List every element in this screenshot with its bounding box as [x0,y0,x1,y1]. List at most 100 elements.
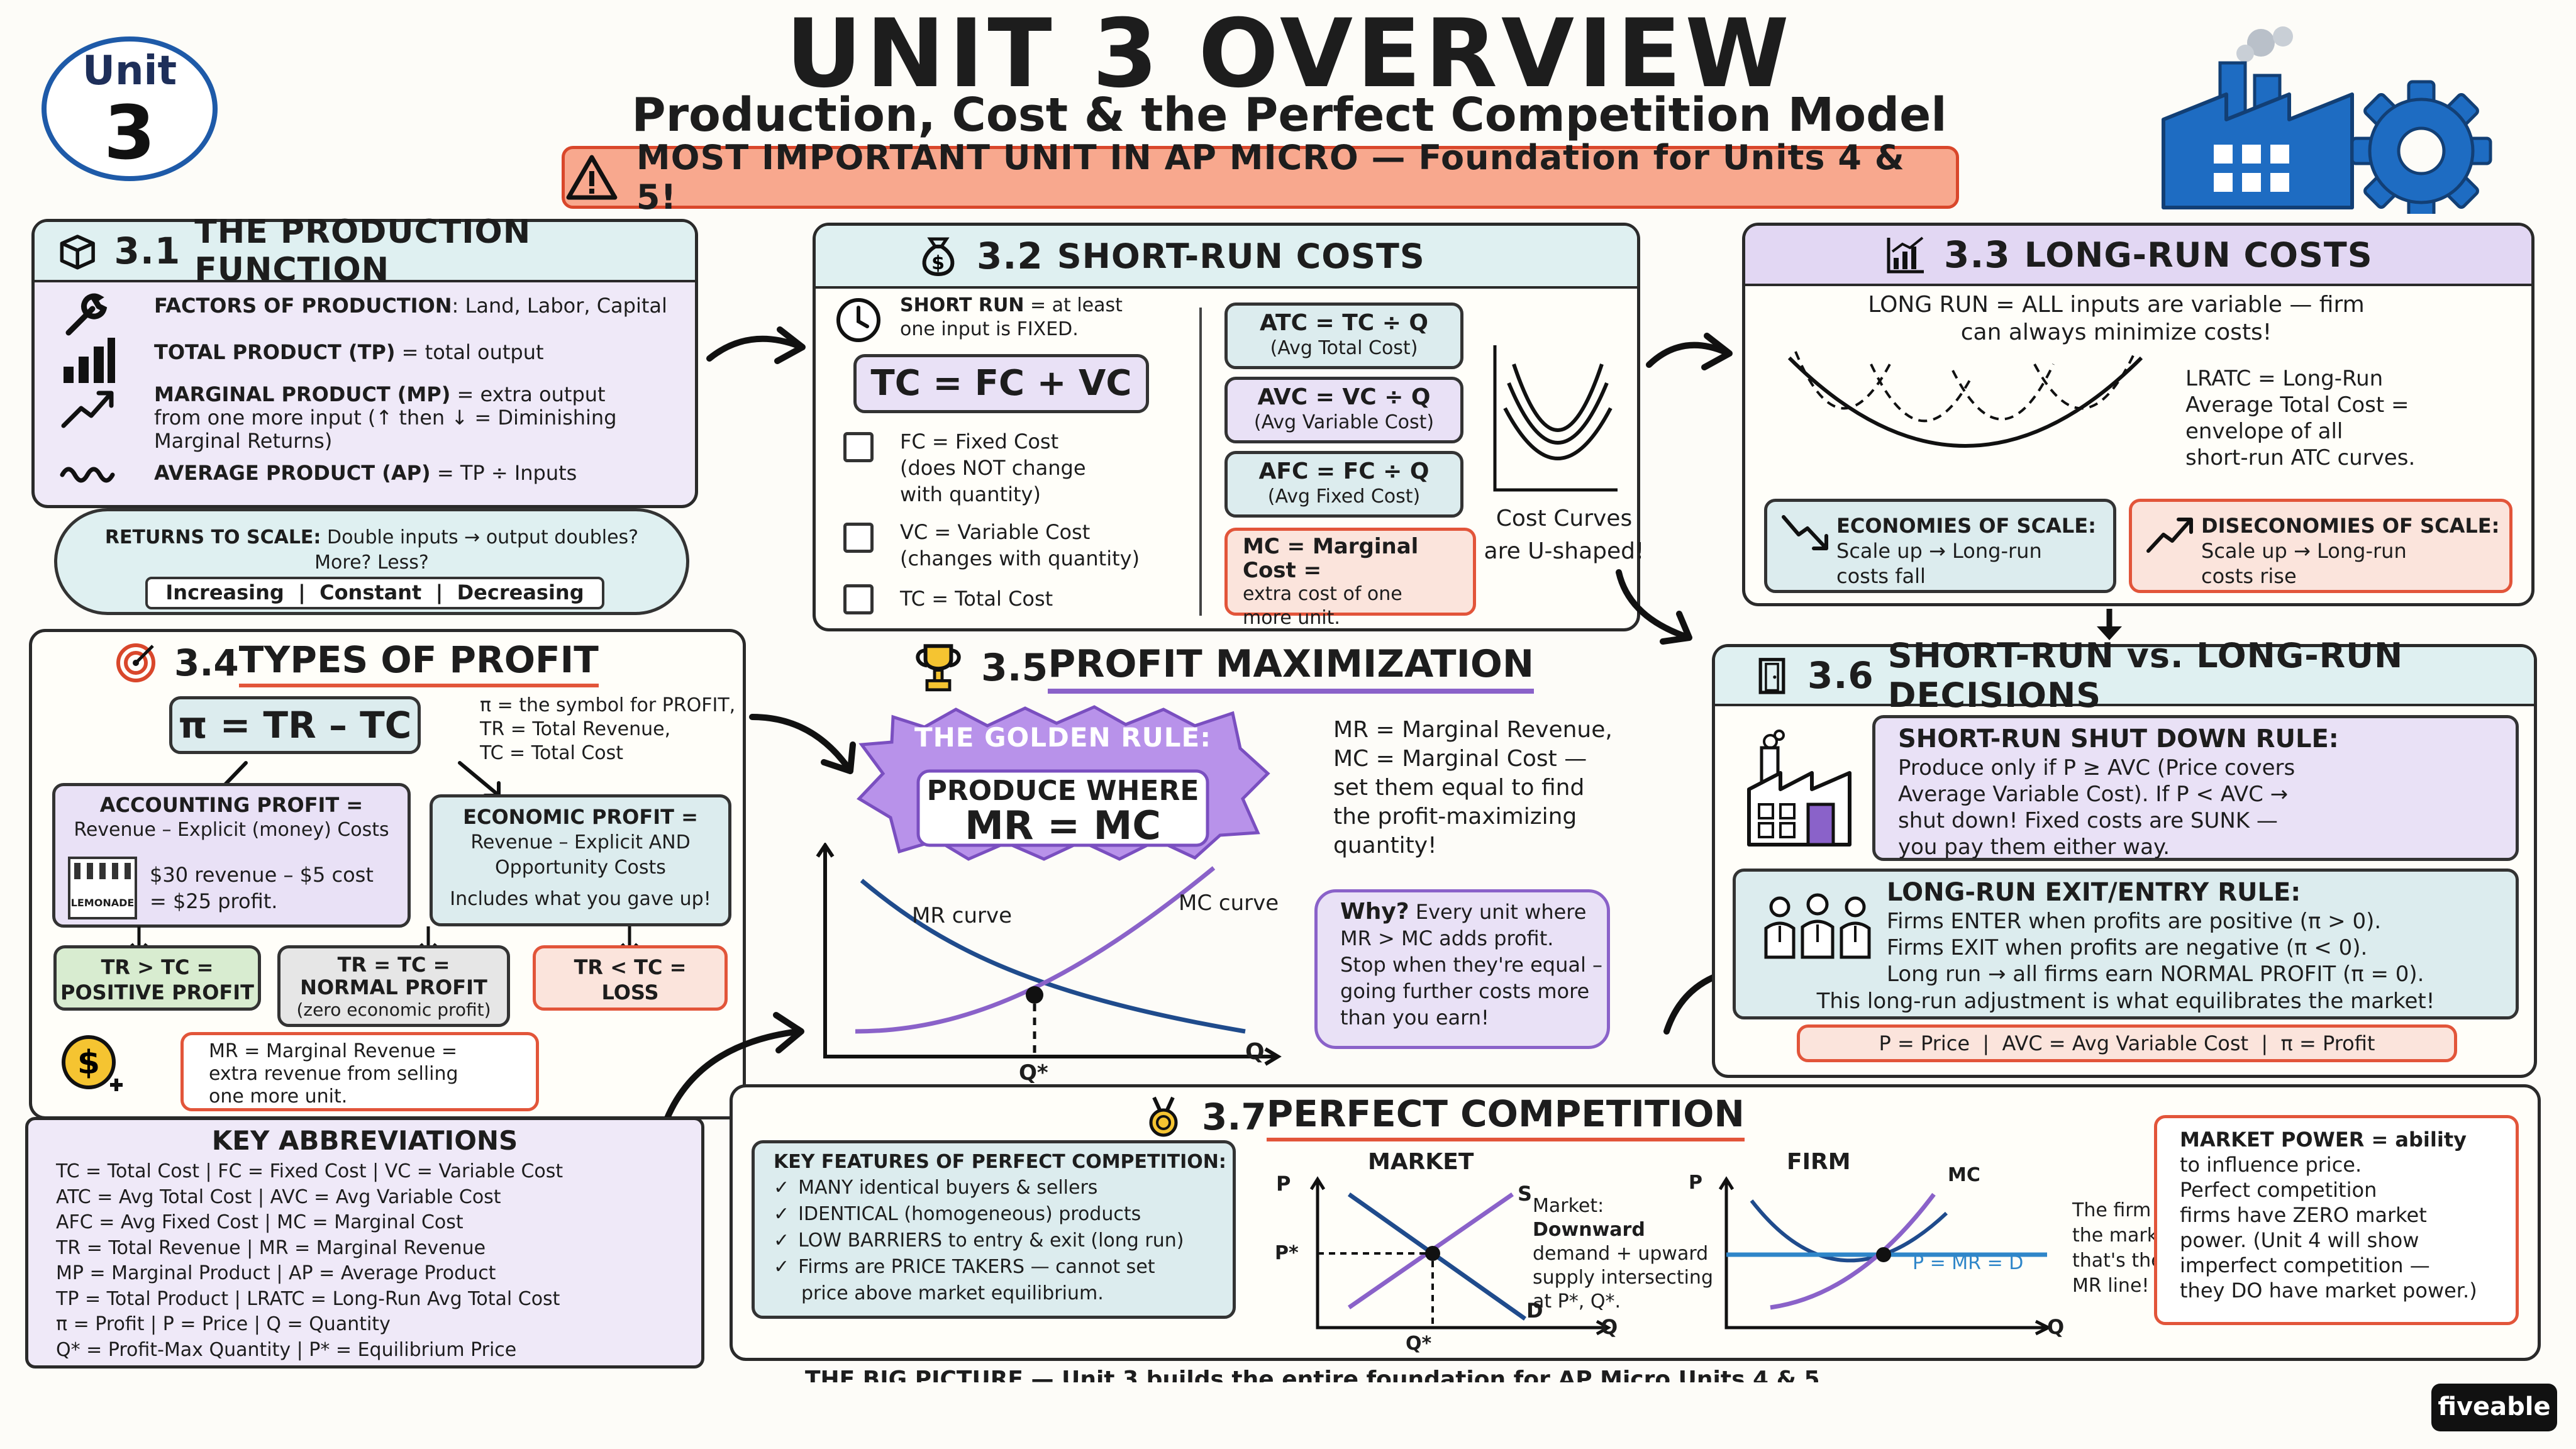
atc-box: ATC = TC ÷ Q (Avg Total Cost) [1224,303,1463,369]
firm-q-label: Q [2047,1315,2065,1339]
trophy-icon [916,644,961,692]
rts-text-1: Double inputs → output doubles? [321,526,639,548]
afc-box: AFC = FC ÷ Q (Avg Fixed Cost) [1224,451,1463,518]
economic-line-4: Includes what you gave up! [450,888,711,910]
section-header: 3.7 PERFECT COMPETITION [1141,1092,1745,1141]
profit-def-1: π = the symbol for PROFIT, [480,694,736,716]
unit-badge: Unit 3 [42,36,218,181]
market-note-2: Downward [1533,1219,1645,1241]
afc-formula: AFC = FC ÷ Q [1258,458,1430,484]
trend-up-icon [2146,518,2193,553]
eos-line-2: Scale up → Long-run [1836,539,2042,563]
fc-checkbox[interactable] [843,432,874,462]
firm-p-label: P [1689,1172,1702,1194]
shut-down-line-1: Produce only if P ≥ AVC (Price covers [1898,755,2296,780]
market-note: Market: Downward demand + upward supply … [1533,1194,1713,1314]
abbr-row: TP = Total Product | LRATC = Long-Run Av… [56,1287,560,1310]
exit-entry-text: LONG-RUN EXIT/ENTRY RULE: Firms ENTER wh… [1887,877,2424,987]
mr-equals-mc: MR = MC [965,802,1161,848]
ap-text: = TP ÷ Inputs [430,461,577,485]
short-run-label: SHORT RUN [900,294,1024,316]
arrow-right-icon [706,326,806,364]
mp-text-3: Marginal Returns) [154,429,333,453]
market-power-6: imperfect competition — [2180,1253,2430,1277]
demand-label: D [1526,1299,1543,1323]
section-header: 3.4 TYPES OF PROFIT [114,638,599,687]
dos-text: DISECONOMIES OF SCALE: Scale up → Long-r… [2201,513,2499,589]
lratc-envelope-curves [1787,351,2143,448]
accounting-profit-box: ACCOUNTING PROFIT = Revenue – Explicit (… [52,783,411,928]
lratc-def: LRATC = Long-Run Average Total Cost = en… [2185,365,2415,471]
abbr-row: ATC = Avg Total Cost | AVC = Avg Variabl… [56,1185,501,1208]
key-features-title: KEY FEATURES OF PERFECT COMPETITION: [774,1151,1226,1173]
abbreviations-list: TC = Total Cost | FC = Fixed Cost | VC =… [56,1159,563,1363]
market-p-label: P [1276,1172,1291,1196]
normal-line-1: TR = TC = [337,953,450,977]
feature-item: ✓Firms are PRICE TAKERS — cannot set [774,1256,1155,1278]
box-icon [60,235,95,270]
exit-entry-line-1: Firms ENTER when profits are positive (π… [1887,909,2382,934]
svg-text:$: $ [931,252,945,274]
wrench-icon [65,293,108,336]
tp-text: = total output [395,340,544,364]
normal-line-3: (zero economic profit) [296,999,491,1020]
profit-symbol-def: π = the symbol for PROFIT, TR = Total Re… [480,694,735,765]
positive-profit-box: TR > TC = POSITIVE PROFIT [53,945,261,1011]
long-run-line-1: LONG RUN = ALL inputs are variable — fir… [1868,292,2365,318]
mr-def-2: extra revenue from selling [209,1063,458,1085]
afc-desc: (Avg Fixed Cost) [1267,486,1421,508]
mc-line-1: MC = Marginal Cost = [1243,534,1419,583]
lemonade-stand-icon: LEMONADE [68,857,137,919]
mr-curve-line [860,879,1246,1034]
eos-line-1: ECONOMIES OF SCALE: [1836,514,2096,538]
section-long-run-costs: 3.3 LONG-RUN COSTS LONG RUN = ALL inputs… [1742,223,2534,606]
lratc-line-1: LRATC = Long-Run [2185,366,2384,391]
equilibrium-point [1026,986,1043,1004]
mp-label: MARGINAL PRODUCT (MP) [154,382,451,406]
accounting-example-2: = $25 profit. [150,889,278,913]
market-note-4: supply intersecting [1533,1267,1713,1289]
section-sr-vs-lr: 3.6 SHORT-RUN vs. LONG-RUN DECISIONS SHO… [1712,636,2537,1078]
market-pstar-label: P* [1275,1242,1299,1264]
tc-checkbox[interactable] [843,584,874,614]
short-run-text-1: = at least [1024,294,1123,316]
vc-checkbox[interactable] [843,523,874,553]
key-features-box: KEY FEATURES OF PERFECT COMPETITION: ✓MA… [752,1140,1236,1319]
abbr-row: TC = Total Cost | FC = Fixed Cost | VC =… [56,1160,564,1182]
market-q-label: Q [1601,1315,1618,1339]
arrow-curve-icon [663,1012,804,1123]
why-line-3: Stop when they're equal – [1340,953,1603,977]
p-mr-d-label: P = MR = D [1913,1252,2024,1274]
shut-down-line-3: shut down! Fixed costs are SUNK — [1898,808,2278,833]
tc-line: TC = Total Cost [900,587,1053,611]
mc-curve-label: MC curve [1179,891,1279,916]
mr-def-1: MR = Marginal Revenue = [209,1040,457,1062]
ap-label: AVERAGE PRODUCT (AP) [154,461,431,485]
lratc-line-4: short-run ATC curves. [2185,445,2416,470]
rts-label: RETURNS TO SCALE: [104,526,321,548]
abbr-row: MP = Marginal Product | AP = Average Pro… [56,1262,496,1284]
normal-line-2: NORMAL PROFIT [300,975,487,999]
positive-line-2: POSITIVE PROFIT [60,980,254,1004]
shut-down-title: SHORT-RUN SHUT DOWN RULE: [1898,724,2339,753]
exit-entry-rule-box: LONG-RUN EXIT/ENTRY RULE: Firms ENTER wh… [1733,869,2519,1019]
market-title: MARKET [1368,1149,1474,1175]
section-number: 3.3 [1944,233,2011,276]
market-note-5: at P*, Q*. [1533,1291,1621,1313]
short-run-def: SHORT RUN = at least one input is FIXED. [900,294,1123,341]
section-header: 3.1 THE PRODUCTION FUNCTION [35,213,695,289]
dos-line-1: DISECONOMIES OF SCALE: [2201,514,2500,538]
mc-line-3: more unit. [1243,607,1340,629]
section-title: TYPES OF PROFIT [238,638,599,687]
target-icon [116,643,155,682]
section-title: THE PRODUCTION FUNCTION [194,213,531,289]
market-power-box: MARKET POWER = ability to influence pric… [2154,1115,2519,1325]
accounting-line-1: ACCOUNTING PROFIT = [99,793,364,817]
fiveable-logo[interactable]: fiveable [2431,1384,2557,1431]
abbr-row: AFC = Avg Fixed Cost | MC = Marginal Cos… [56,1211,464,1233]
eos-line-3: costs fall [1836,564,1926,588]
why-label: Why? [1340,899,1409,924]
mr-mc-description: MR = Marginal Revenue, MC = Marginal Cos… [1333,716,1613,860]
check-icon: ✓ [774,1256,790,1278]
tp-line: TOTAL PRODUCT (TP) = total output [154,339,544,365]
